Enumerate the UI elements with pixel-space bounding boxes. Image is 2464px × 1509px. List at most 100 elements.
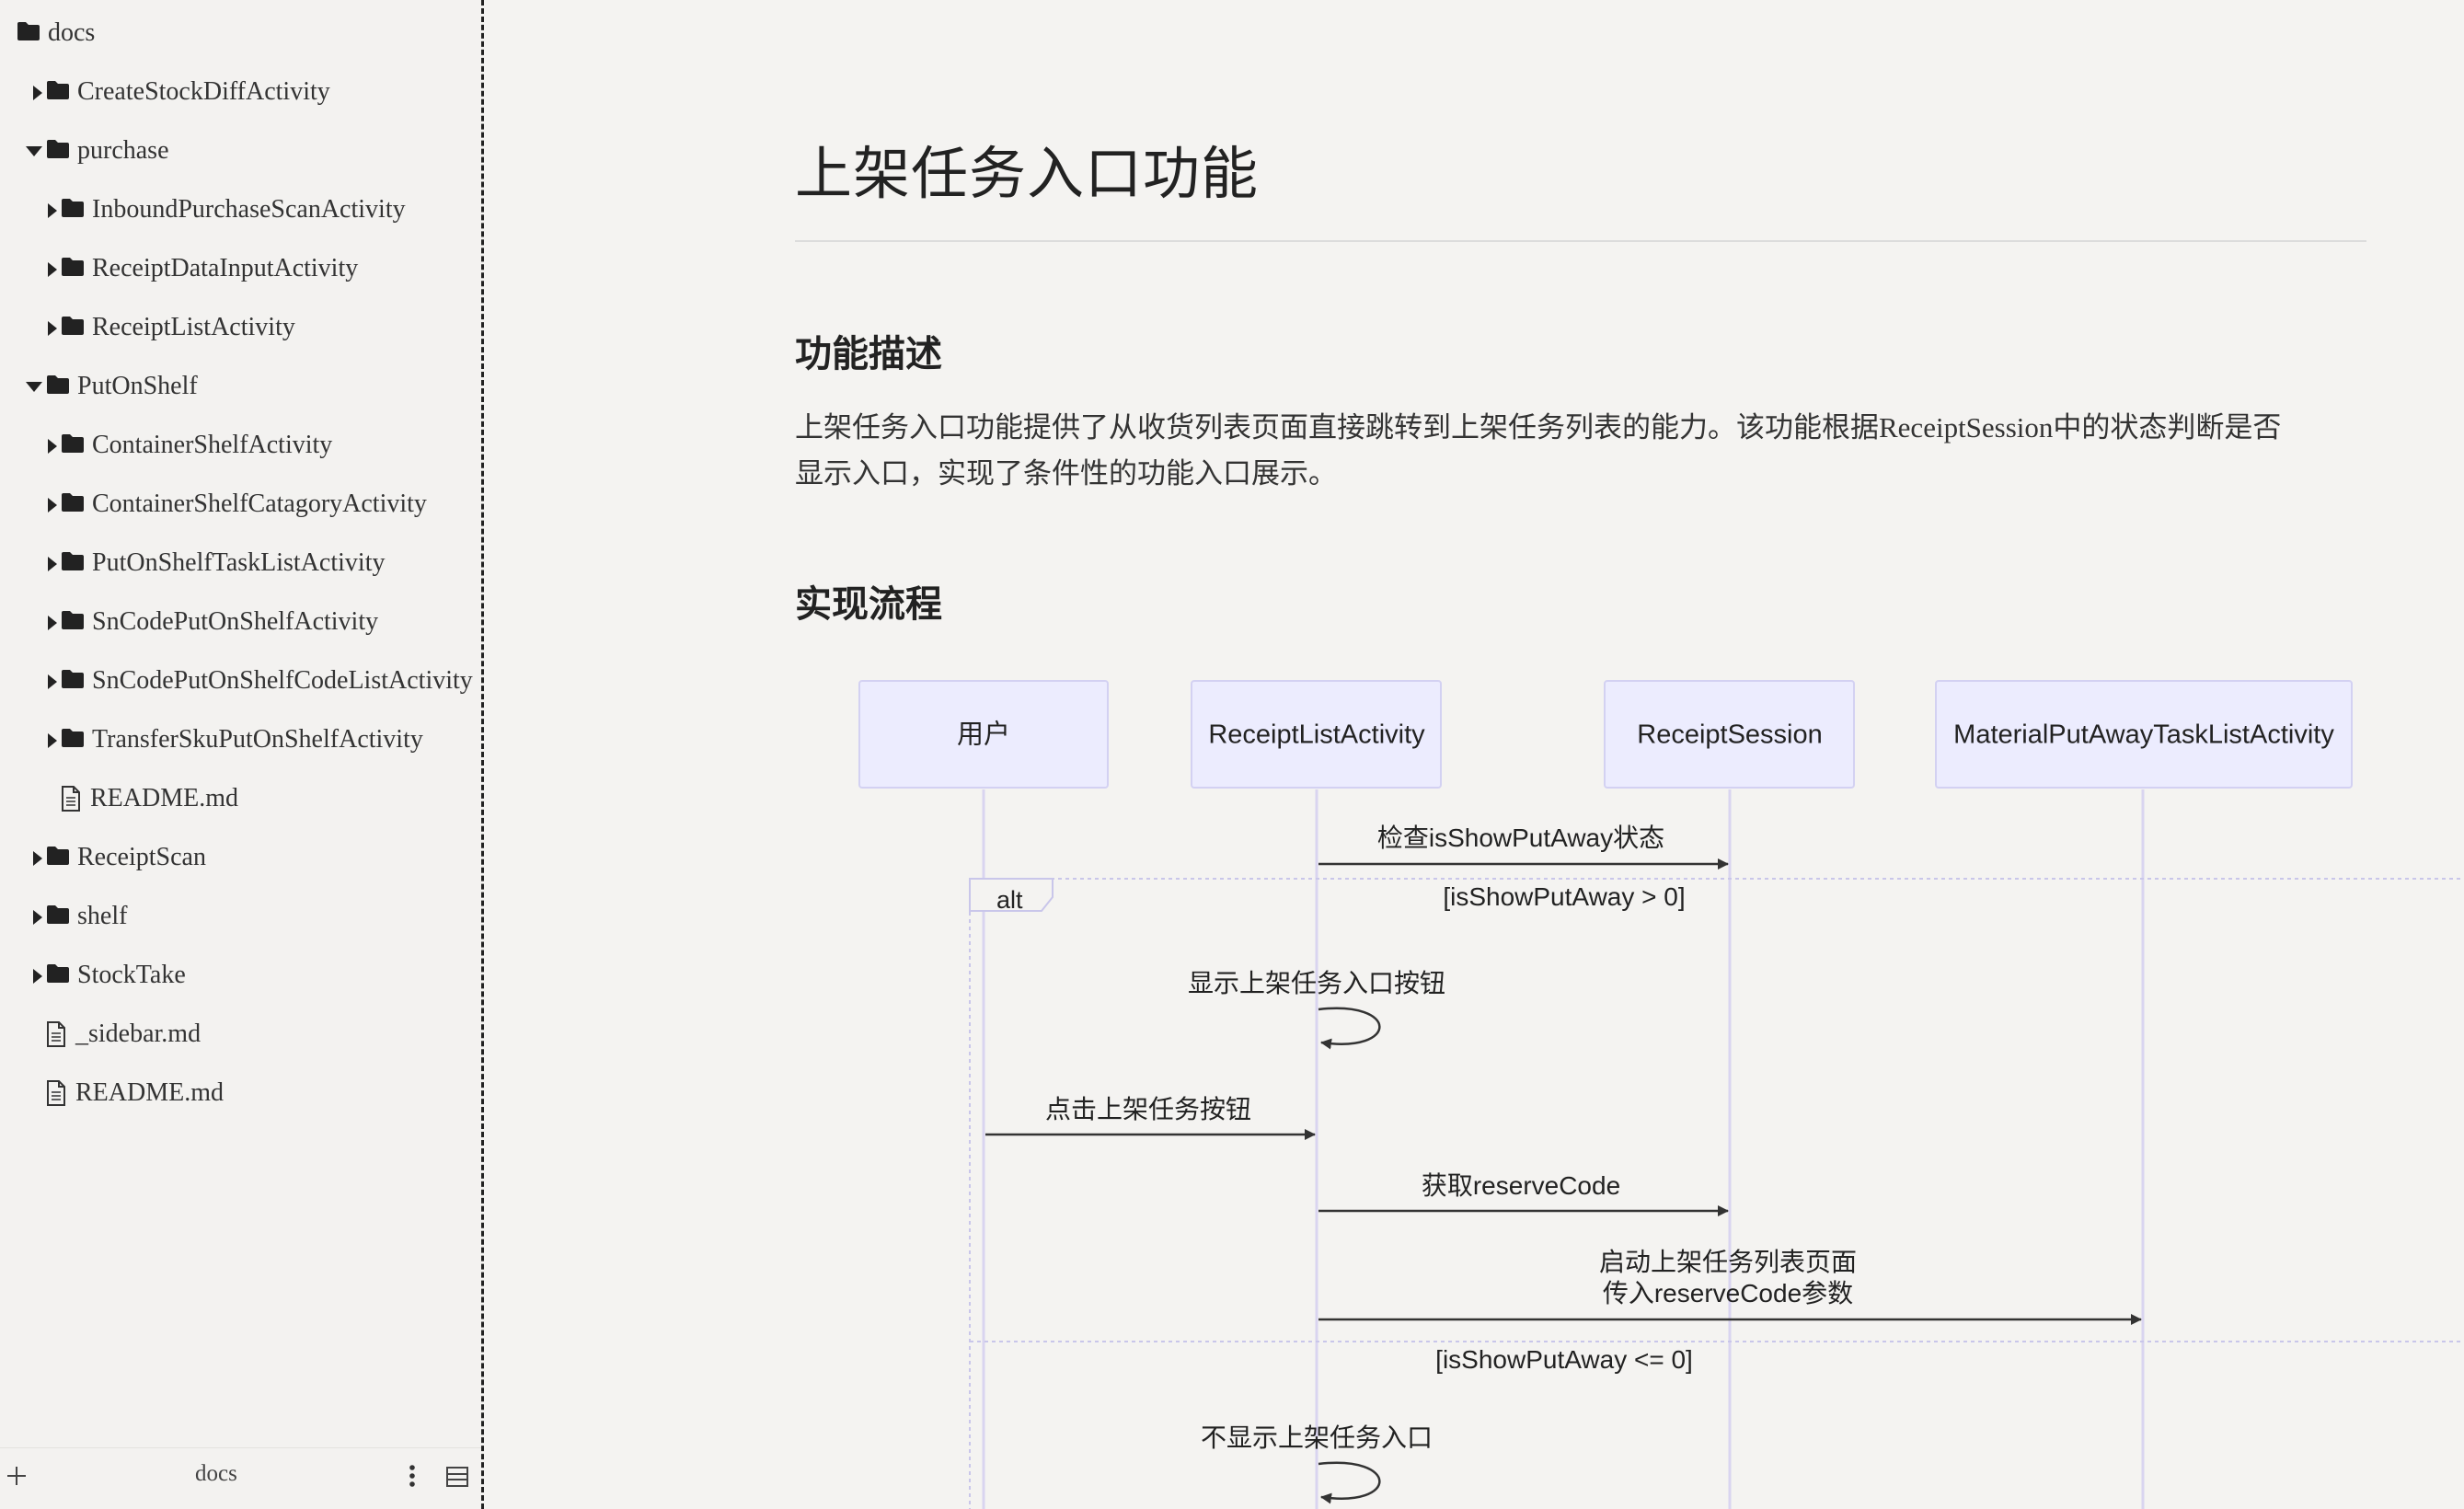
message-label-get-reserve-code: 获取reserveCode [1422, 1171, 1620, 1200]
message-label-check-status: 检查isShowPutAway状态 [1377, 824, 1664, 852]
sidebar-item[interactable]: SnCodePutOnShelfCodeListActivity [0, 656, 481, 708]
message-label-pass-param: 传入reserveCode参数 [1603, 1279, 1853, 1307]
sidebar-item[interactable]: CreateStockDiffActivity [0, 67, 481, 119]
folder-icon [61, 728, 85, 748]
participant-box [1935, 680, 2353, 789]
caret-down-icon[interactable] [24, 146, 44, 157]
sidebar-item-label: README.md [90, 784, 238, 812]
sidebar-item[interactable]: shelf [0, 892, 481, 943]
folder-icon [46, 904, 70, 925]
sidebar-item[interactable]: ContainerShelfActivity [0, 420, 481, 472]
file-icon [46, 1080, 66, 1106]
sidebar-item[interactable]: purchase [0, 126, 481, 178]
caret-right-icon[interactable] [42, 674, 63, 689]
caret-right-icon[interactable] [42, 498, 63, 513]
participant-box [1191, 680, 1442, 789]
participant-label: ReceiptSession [1637, 720, 1823, 750]
sidebar-item-label: SnCodePutOnShelfActivity [92, 607, 379, 636]
sidebar-item[interactable]: ReceiptScan [0, 833, 481, 884]
sidebar-item[interactable]: PutOnShelf [0, 362, 481, 413]
sidebar-item-label: PutOnShelfTaskListActivity [92, 548, 386, 577]
sidebar-item[interactable]: README.md [0, 774, 481, 825]
folder-icon [61, 257, 85, 277]
caret-right-icon[interactable] [42, 321, 63, 336]
sidebar-item-label: CreateStockDiffActivity [77, 77, 330, 106]
caret-right-icon[interactable] [42, 557, 63, 571]
sidebar-item[interactable]: SnCodePutOnShelfActivity [0, 597, 481, 649]
sidebar-item-label: ContainerShelfCatagoryActivity [92, 490, 427, 518]
more-vertical-icon[interactable] [405, 1463, 420, 1489]
plus-icon[interactable] [6, 1465, 28, 1487]
sidebar-item-label: ReceiptDataInputActivity [92, 254, 359, 282]
sidebar-item[interactable]: ReceiptDataInputActivity [0, 244, 481, 295]
folder-icon [61, 551, 85, 571]
section-heading-flow: 实现流程 [795, 583, 942, 625]
alt-condition-1: [isShowPutAway > 0] [1443, 882, 1685, 911]
section-heading-description: 功能描述 [795, 333, 942, 374]
folder-icon [61, 433, 85, 454]
sidebar-item[interactable]: PutOnShelfTaskListActivity [0, 538, 481, 590]
participant-box [858, 680, 1109, 789]
caret-right-icon[interactable] [28, 969, 48, 984]
participant-receipt-session: ReceiptSession [1604, 680, 1855, 789]
sidebar-item[interactable]: TransferSkuPutOnShelfActivity [0, 715, 481, 766]
caret-right-icon[interactable] [42, 439, 63, 454]
sidebar-item-label: shelf [77, 902, 128, 930]
sidebar-item-label: InboundPurchaseScanActivity [92, 195, 406, 224]
participant-receipt-list-activity: ReceiptListActivity [1191, 680, 1442, 789]
folder-icon [46, 846, 70, 866]
folder-icon [61, 492, 85, 513]
sidebar-item-label: ContainerShelfActivity [92, 431, 333, 459]
paragraph-line-1: 上架任务入口功能提供了从收货列表页面直接跳转到上架任务列表的能力。该功能根据Re… [795, 411, 2282, 443]
message-label-show-entry: 显示上架任务入口按钮 [1188, 969, 1445, 997]
caret-right-icon[interactable] [28, 910, 48, 925]
participant-label: MaterialPutAwayTaskListActivity [1953, 720, 2334, 750]
sidebar-footer: docs [0, 1447, 481, 1509]
sidebar-footer-label: docs [195, 1461, 237, 1486]
folder-icon [17, 21, 40, 41]
message-label-click-button: 点击上架任务按钮 [1045, 1095, 1251, 1123]
sequence-diagram: alt [isShowPutAway > 0] [isShowPutAway <… [858, 680, 2464, 1509]
outline-icon[interactable] [445, 1465, 469, 1489]
alt-condition-2: [isShowPutAway <= 0] [1435, 1345, 1693, 1374]
participant-user: 用户 [858, 680, 1109, 789]
alt-label-box [969, 878, 1054, 912]
document-content: 上架任务入口功能 功能描述 上架任务入口功能提供了从收货列表页面直接跳转到上架任… [484, 0, 2464, 1509]
folder-icon [61, 610, 85, 630]
sidebar-item-label: TransferSkuPutOnShelfActivity [92, 725, 423, 754]
participant-label: 用户 [957, 720, 1010, 750]
sidebar-item[interactable]: StockTake [0, 950, 481, 1002]
message-label-hide-entry: 不显示上架任务入口 [1201, 1423, 1433, 1452]
message-arrow-hide-entry [1318, 1461, 1381, 1504]
message-arrow-show-entry [1318, 1007, 1381, 1050]
sidebar-item-label: purchase [77, 136, 169, 165]
folder-icon [46, 374, 70, 395]
caret-right-icon[interactable] [42, 203, 63, 218]
participant-material-putaway: MaterialPutAwayTaskListActivity [1935, 680, 2353, 789]
sidebar-item-label: README.md [75, 1078, 224, 1107]
folder-icon [61, 198, 85, 218]
alt-label: alt [996, 886, 1023, 914]
folder-icon [61, 669, 85, 689]
caret-right-icon[interactable] [28, 851, 48, 866]
caret-right-icon[interactable] [42, 616, 63, 630]
file-icon [46, 1021, 66, 1047]
sidebar-item[interactable]: README.md [0, 1068, 481, 1120]
sidebar-item[interactable]: docs [0, 8, 481, 60]
sidebar-item-label: SnCodePutOnShelfCodeListActivity [92, 666, 473, 695]
caret-down-icon[interactable] [24, 382, 44, 393]
caret-right-icon[interactable] [42, 733, 63, 748]
sidebar-item[interactable]: _sidebar.md [0, 1009, 481, 1061]
folder-icon [46, 963, 70, 984]
caret-right-icon[interactable] [42, 262, 63, 277]
sidebar-item[interactable]: ReceiptListActivity [0, 303, 481, 354]
caret-right-icon[interactable] [28, 86, 48, 100]
title-divider [795, 240, 2366, 242]
sidebar-item[interactable]: InboundPurchaseScanActivity [0, 185, 481, 236]
sidebar-item[interactable]: ContainerShelfCatagoryActivity [0, 479, 481, 531]
sidebar-item-label: docs [48, 18, 96, 47]
sidebar-item-label: ReceiptListActivity [92, 313, 295, 341]
sidebar-item-label: StockTake [77, 961, 186, 989]
sidebar-item-label: ReceiptScan [77, 843, 206, 871]
